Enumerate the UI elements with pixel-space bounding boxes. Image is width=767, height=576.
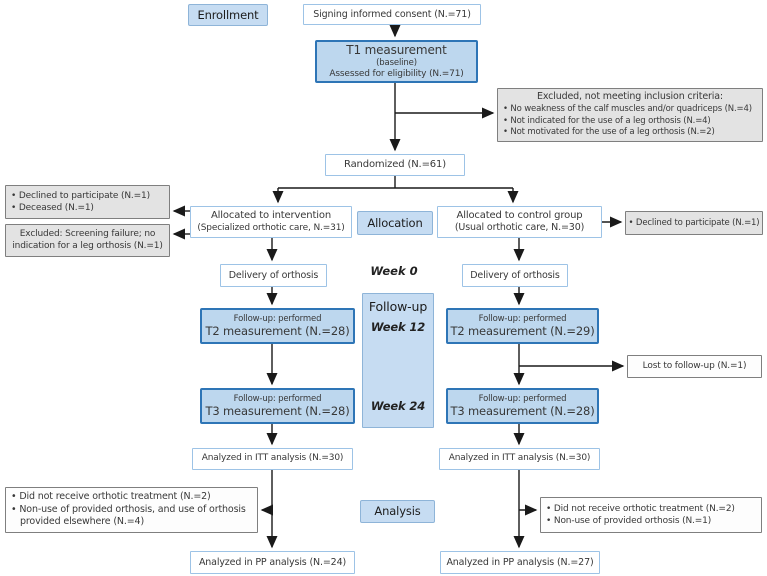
t1-subtitle: (baseline): [376, 58, 417, 69]
week0-label: Week 0: [370, 264, 418, 278]
analysis-dropout-right-box: • Did not receive orthotic treatment (N.…: [540, 497, 762, 533]
t2-right-title: T2 measurement (N.=29): [450, 324, 595, 339]
excluded-item: • Not motivated for the use of a leg ort…: [503, 127, 715, 138]
t2-left-subtitle: Follow-up: performed: [233, 313, 322, 324]
t3-right-subtitle: Follow-up: performed: [478, 393, 567, 404]
analysis-dropout-left-box: • Did not receive orthotic treatment (N.…: [5, 487, 258, 533]
t3-measurement-left-box: Follow-up: performed T3 measurement (N.=…: [200, 388, 355, 424]
t1-eligibility: Assessed for eligibility (N.=71): [329, 68, 464, 79]
analysis-dropout-item: • Did not receive orthotic treatment (N.…: [546, 503, 735, 514]
followup-timeline-panel: Follow-up Week 12 Week 24: [362, 293, 434, 428]
randomized-box: Randomized (N.=61): [325, 154, 465, 176]
analysis-dropout-item: • Non-use of provided orthosis (N.=1): [546, 516, 712, 526]
allocated-intervention-title: Allocated to intervention: [210, 210, 332, 222]
phase-label-analysis: Analysis: [360, 500, 435, 523]
phase-label-allocation: Allocation: [357, 211, 433, 235]
dropout-item: • Declined to participate (N.=1): [11, 190, 150, 201]
analysis-dropout-item: • Did not receive orthotic treatment (N.…: [11, 490, 211, 502]
t2-left-title: T2 measurement (N.=28): [205, 324, 350, 339]
t2-measurement-right-box: Follow-up: performed T2 measurement (N.=…: [446, 308, 599, 344]
allocated-control-title: Allocated to control group: [456, 209, 583, 221]
excluded-criteria-title: Excluded, not meeting inclusion criteria…: [537, 91, 723, 103]
week24-label: Week 24: [370, 399, 426, 413]
allocated-control-box: Allocated to control group (Usual orthot…: [437, 206, 602, 238]
phase-label-enrollment: Enrollment: [188, 4, 268, 26]
dropout-item: • Deceased (N.=1): [11, 203, 94, 213]
week12-label: Week 12: [370, 320, 426, 334]
allocated-control-detail: (Usual orthotic care, N.=30): [454, 222, 585, 234]
dropout-declined-deceased-box: • Declined to participate (N.=1) • Decea…: [5, 185, 170, 219]
t3-left-subtitle: Follow-up: performed: [233, 393, 322, 404]
t2-right-subtitle: Follow-up: performed: [478, 313, 567, 324]
excluded-item: • No weakness of the calf muscles and/or…: [503, 104, 752, 115]
dropout-screening-failure-box: Excluded: Screening failure; no indicati…: [5, 224, 170, 257]
analysis-dropout-item: • Non-use of provided orthosis, and use …: [11, 503, 246, 528]
t2-measurement-left-box: Follow-up: performed T2 measurement (N.=…: [200, 308, 355, 344]
delivery-orthosis-left-box: Delivery of orthosis: [220, 264, 327, 287]
allocated-intervention-box: Allocated to intervention (Specialized o…: [190, 206, 352, 238]
lost-followup-box: Lost to follow-up (N.=1): [627, 355, 762, 378]
t3-left-title: T3 measurement (N.=28): [205, 404, 350, 419]
pp-analysis-left-box: Analyzed in PP analysis (N.=24): [190, 551, 355, 574]
pp-analysis-right-box: Analyzed in PP analysis (N.=27): [440, 551, 600, 574]
t3-measurement-right-box: Follow-up: performed T3 measurement (N.=…: [446, 388, 599, 424]
t3-right-title: T3 measurement (N.=28): [450, 404, 595, 419]
itt-analysis-left-box: Analyzed in ITT analysis (N.=30): [192, 448, 353, 470]
delivery-orthosis-right-box: Delivery of orthosis: [462, 264, 568, 287]
t1-title: T1 measurement: [346, 43, 447, 58]
dropout-declined-right-box: • Declined to participate (N.=1): [625, 211, 763, 235]
allocated-intervention-detail: (Specialized orthotic care, N.=31): [197, 222, 345, 233]
itt-analysis-right-box: Analyzed in ITT analysis (N.=30): [439, 448, 600, 470]
consent-box: Signing informed consent (N.=71): [303, 4, 481, 25]
excluded-criteria-box: Excluded, not meeting inclusion criteria…: [497, 88, 763, 142]
t1-measurement-box: T1 measurement (baseline) Assessed for e…: [315, 40, 478, 83]
excluded-item: • Not indicated for the use of a leg ort…: [503, 115, 711, 126]
phase-label-followup: Follow-up: [368, 299, 428, 314]
